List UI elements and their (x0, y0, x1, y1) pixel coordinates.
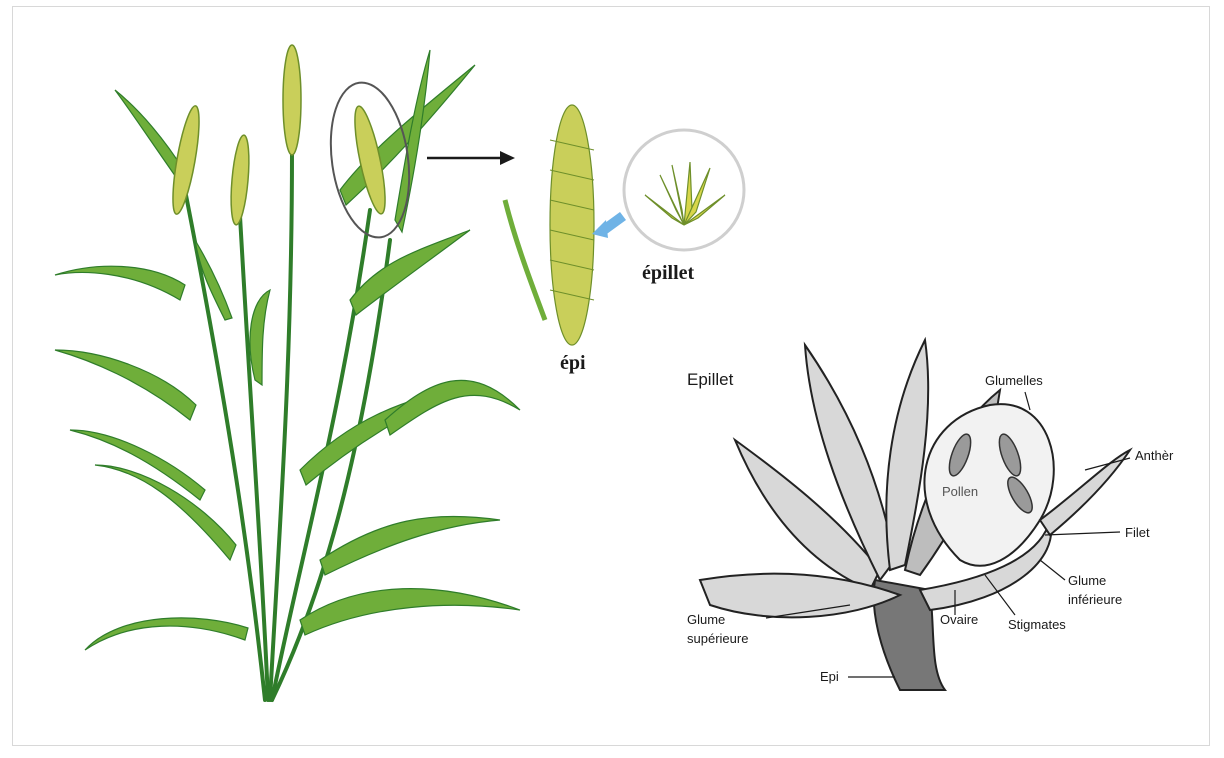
pollen-label: Pollen (942, 484, 978, 500)
anther-label: Anthèr (1135, 448, 1173, 464)
filet-label: Filet (1125, 525, 1150, 541)
epi-label: épi (560, 352, 586, 375)
glume-inferieure-label-1: Glume (1068, 573, 1106, 589)
glume-superieure-label-1: Glume (687, 612, 725, 628)
stigmates-label: Stigmates (1008, 617, 1066, 633)
epi-lower-label: Epi (820, 669, 839, 685)
epillet-label: épillet (642, 262, 694, 285)
glume-superieure-label-2: supérieure (687, 631, 748, 647)
glume-inferieure-label-2: inférieure (1068, 592, 1122, 608)
ovaire-label: Ovaire (940, 612, 978, 628)
glumelles-label: Glumelles (985, 373, 1043, 389)
section-title: Epillet (687, 370, 733, 390)
